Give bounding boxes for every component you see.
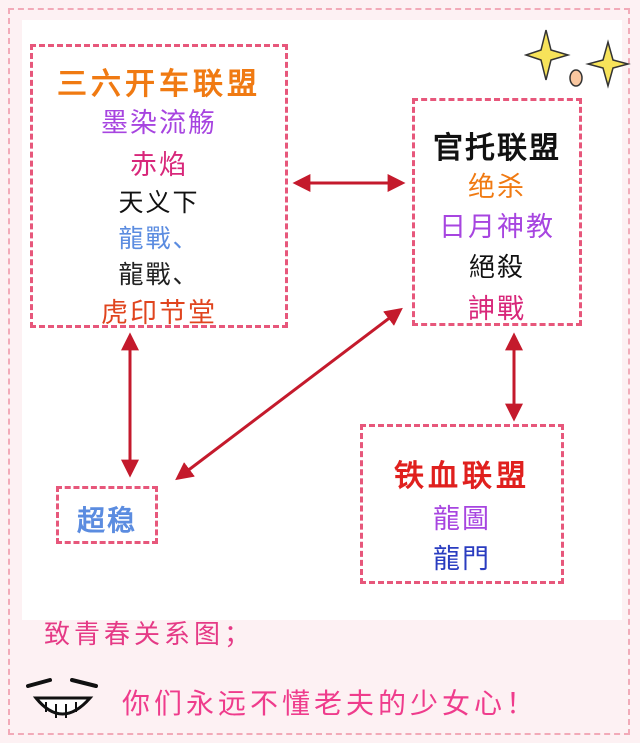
member-huyin: 虎印节堂 [101, 298, 217, 329]
arrow-guantuo-chaowen [175, 307, 403, 481]
member-riyue: 日月神教 [439, 212, 555, 243]
alliance-box-guantuo: 官托联盟 绝杀 日月神教 絕殺 訷戰 [412, 98, 582, 326]
member-chiyan: 赤焰 [130, 150, 188, 181]
alliance-title-sanliu: 三六开车联盟 [57, 67, 261, 102]
alliance-title-tiexue: 铁血联盟 [394, 459, 530, 494]
member-longtu: 龍圖 [433, 504, 491, 535]
member-shenzhan: 訷戰 [468, 294, 526, 325]
slogan-text: 你们永远不懂老夫的少女心！ [122, 687, 539, 720]
diagram-caption: 致青春关系图； [44, 620, 255, 650]
member-juesha: 绝杀 [468, 172, 526, 203]
alliance-box-sanliu: 三六开车联盟 墨染流觞 赤焰 天义下 龍戰、 龍戰、 虎印节堂 [30, 44, 288, 329]
member-longmen: 龍門 [433, 544, 491, 575]
member-tianyixia: 天义下 [118, 188, 200, 217]
member-longzhan-black: 龍戰、 [118, 260, 200, 289]
alliance-title-chaowen: 超稳 [76, 504, 137, 537]
sparkle-icon [524, 29, 631, 89]
alliance-box-tiexue: 铁血联盟 龍圖 龍門 [360, 424, 564, 584]
member-juesha-trad: 絕殺 [468, 253, 525, 283]
member-molan: 墨染流觞 [101, 108, 217, 139]
alliance-title-guantuo: 官托联盟 [433, 131, 561, 166]
outer-dashed-frame [8, 8, 630, 735]
alliance-box-chaowen: 超稳 [56, 486, 158, 544]
smiling-face-icon [26, 678, 98, 718]
member-longzhan-blue: 龍戰、 [118, 224, 200, 253]
